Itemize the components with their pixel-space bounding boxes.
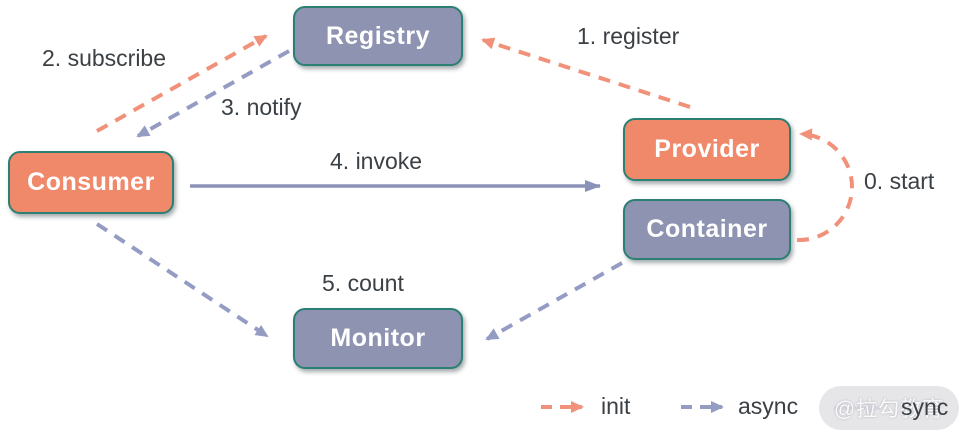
edge-start-label: 0. start <box>864 168 935 194</box>
node-container-label: Container <box>646 215 768 243</box>
edge-subscribe-label: 2. subscribe <box>42 45 167 71</box>
node-monitor: Monitor <box>293 308 463 369</box>
node-container: Container <box>623 199 791 260</box>
node-monitor-label: Monitor <box>330 324 426 352</box>
edge-register-arrow <box>481 37 691 109</box>
legend-init-label: init <box>601 393 631 419</box>
edge-register-label: 1. register <box>577 23 680 49</box>
legend-sync-label: sync <box>901 394 949 420</box>
node-provider: Provider <box>623 118 791 181</box>
legend-init-dashed-arrow-icon <box>541 401 584 413</box>
node-consumer-label: Consumer <box>27 168 155 196</box>
node-registry: Registry <box>293 6 463 66</box>
edge-count-arrow <box>95 222 269 338</box>
edge-invoke-label: 4. invoke <box>330 148 423 174</box>
watermark-text: @拉勾教育 <box>833 398 945 421</box>
node-provider-label: Provider <box>654 135 760 163</box>
watermark-badge: @拉勾教育 <box>819 386 959 430</box>
node-consumer: Consumer <box>8 151 174 214</box>
node-registry-label: Registry <box>325 21 431 50</box>
legend-async-label: async <box>738 393 799 419</box>
edge-notify-label: 3. notify <box>221 94 302 120</box>
edge-count-label: 5. count <box>322 270 404 296</box>
edge-start-arrow <box>796 128 854 243</box>
edge-container-to-monitor-arrow <box>485 261 623 341</box>
legend-async-dashed-arrow-icon <box>681 401 724 413</box>
